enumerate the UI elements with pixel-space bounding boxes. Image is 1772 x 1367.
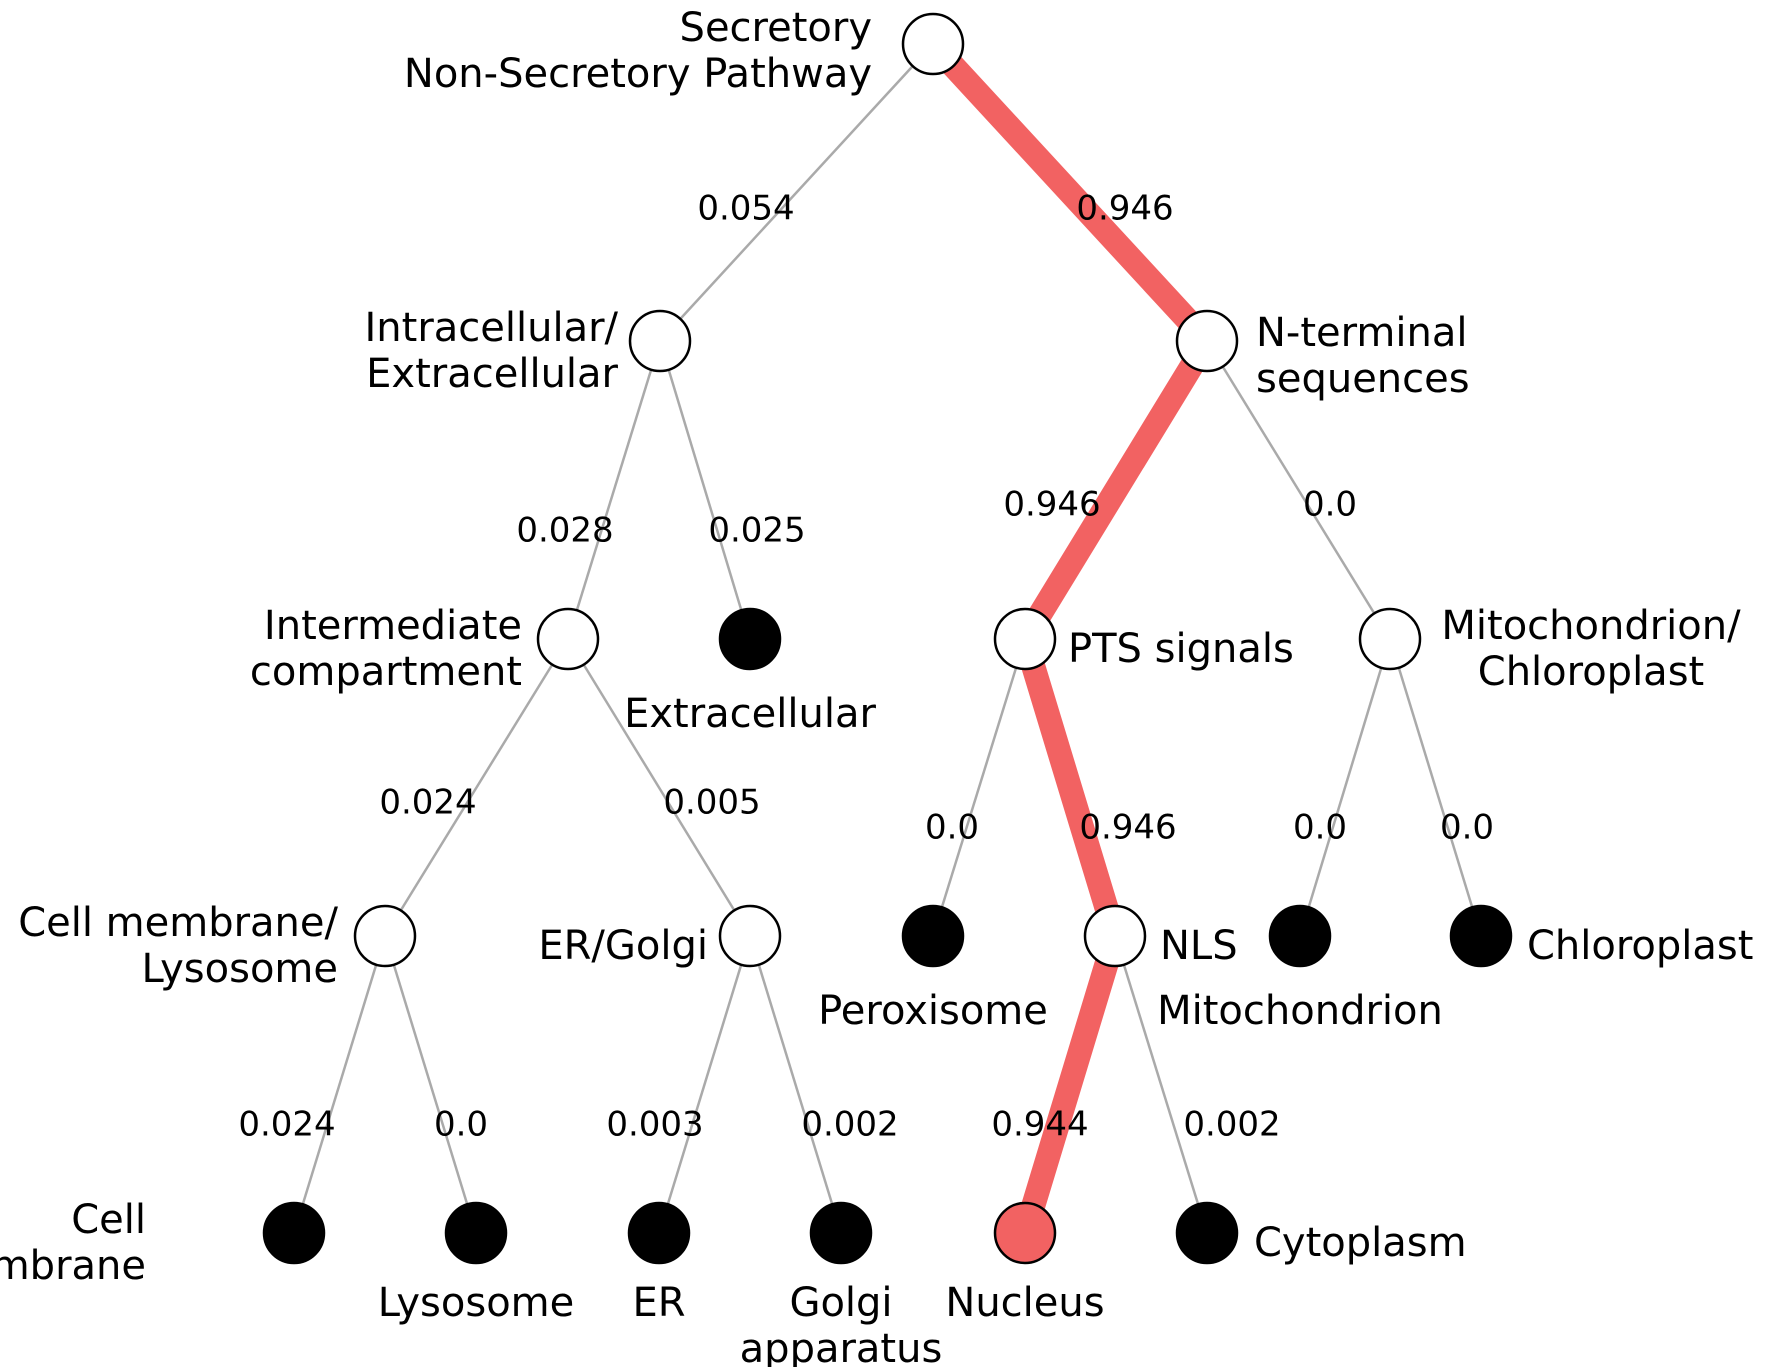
edge-pts-nls [1013,627,1127,948]
edge-probability-nls-nucleus: 0.944 [991,1105,1088,1145]
node-mito [1268,904,1332,968]
edge-cellmemlys-lyso [383,935,478,1234]
edge-pts-perox [931,638,1027,937]
edges-layer [292,32,1483,1245]
node-ergolgi [718,904,782,968]
node-cellmemlys [353,904,417,968]
node-label-intra: Extracellular [366,351,618,397]
node-intermed [536,607,600,671]
node-label-root: Non-Secretory Pathway [404,51,872,97]
edge-intermed-ergolgi [566,638,752,937]
node-cellmem [262,1201,326,1265]
node-lyso [444,1201,508,1265]
node-label-mitochlo: Chloroplast [1478,649,1704,695]
edge-probability-intra-extra: 0.025 [708,511,805,551]
edge-nterm-pts [1013,329,1219,651]
node-label-cellmem: Cell [71,1197,146,1243]
edge-root-nterm [921,32,1219,353]
node-golgi [809,1201,873,1265]
edge-intermed-cellmemlys [383,638,570,937]
edge-ergolgi-golgi [748,935,843,1234]
node-nucleus [993,1201,1057,1265]
edge-probability-nls-cyto: 0.002 [1183,1105,1280,1145]
node-label-mitochlo: Mitochondrion/ [1441,603,1741,649]
node-label-cellmem: membrane [0,1243,146,1289]
node-label-nterm: N-terminal [1256,310,1467,356]
probabilities-layer: 0.054 0.946 0.028 0.025 0.946 0.0 0.024 0.005 0.… [238,189,1494,1145]
edge-probability-pts-perox: 0.0 [925,808,979,848]
node-label-mito: Mitochondrion [1157,988,1443,1034]
edge-probability-mitochlo-chloro: 0.0 [1440,808,1494,848]
edge-ergolgi-er [657,935,752,1234]
node-label-cellmemlys: Cell membrane/ [18,900,338,946]
edge-nls-nucleus [1013,924,1127,1245]
edge-mitochlo-chloro [1388,638,1483,937]
edge-probability-root-intra: 0.054 [697,189,794,229]
edge-intra-intermed [566,340,662,640]
node-label-golgi: Golgi [789,1280,892,1326]
node-label-golgi: apparatus [740,1326,943,1367]
edge-probability-pts-nls: 0.946 [1079,808,1176,848]
node-label-nls: NLS [1160,923,1238,969]
node-intra [628,309,692,373]
edge-mitochlo-mito [1298,638,1392,937]
node-label-intermed: Intermediate [264,603,522,649]
node-label-cyto: Cytoplasm [1254,1220,1467,1266]
node-perox [901,904,965,968]
edge-probability-nterm-mitochlo: 0.0 [1303,485,1357,525]
edge-nls-cyto [1113,935,1209,1234]
node-label-intermed: compartment [250,649,522,695]
node-label-chloro: Chloroplast [1527,923,1753,969]
node-label-lyso: Lysosome [378,1280,574,1326]
node-nls [1083,904,1147,968]
edge-probability-intra-intermed: 0.028 [516,511,613,551]
node-label-pts: PTS signals [1068,626,1294,672]
edge-probability-intermed-ergolgi: 0.005 [663,783,760,823]
node-mitochlo [1358,607,1422,671]
node-label-nterm: sequences [1256,356,1470,402]
node-er [627,1201,691,1265]
edge-probability-ergolgi-er: 0.003 [606,1105,703,1145]
node-nterm [1175,309,1239,373]
node-label-extra: Extracellular [624,691,876,737]
node-label-er: ER [632,1280,685,1326]
node-extra [718,607,782,671]
node-root [901,12,965,76]
node-label-perox: Peroxisome [818,988,1048,1034]
node-label-ergolgi: ER/Golgi [538,923,708,969]
edge-probability-mitochlo-mito: 0.0 [1293,808,1347,848]
edge-probability-intermed-cellmemlys: 0.024 [379,783,476,823]
edge-nterm-mitochlo [1205,340,1392,640]
node-label-intra: Intracellular/ [364,305,618,351]
edge-intra-extra [658,340,752,640]
edge-root-intra [659,43,934,342]
nodes-layer [262,12,1513,1265]
edge-cellmemlys-cellmem [292,935,387,1234]
edge-probability-cellmemlys-cellmem: 0.024 [238,1105,335,1145]
edge-probability-root-nterm: 0.946 [1076,189,1173,229]
edge-probability-cellmemlys-lyso: 0.0 [434,1105,488,1145]
node-pts [993,607,1057,671]
edge-probability-nterm-pts: 0.946 [1003,485,1100,525]
node-chloro [1449,904,1513,968]
node-label-cellmemlys: Lysosome [142,946,338,992]
node-cyto [1175,1201,1239,1265]
node-label-nucleus: Nucleus [945,1280,1104,1326]
edge-probability-ergolgi-golgi: 0.002 [801,1105,898,1145]
node-label-root: Secretory [680,5,872,51]
